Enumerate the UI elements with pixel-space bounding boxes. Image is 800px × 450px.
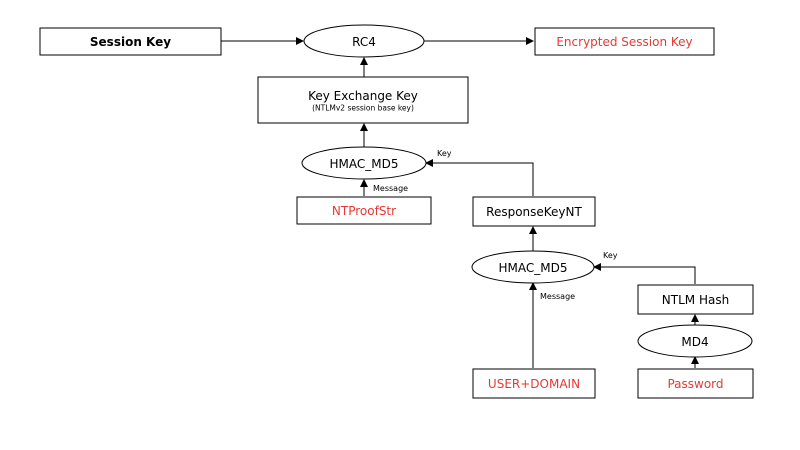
responsekeynt-node: ResponseKeyNT xyxy=(472,196,596,227)
hmac-md5-bottom-label: HMAC_MD5 xyxy=(499,261,568,275)
ntlm-hash-node: NTLM Hash xyxy=(637,284,754,315)
edge-label-message-bottom: Message xyxy=(540,292,575,301)
md4-label: MD4 xyxy=(681,335,708,349)
edge-responsekeynt-to-hmac-top xyxy=(425,159,534,196)
hmac-md5-top-node: HMAC_MD5 xyxy=(301,146,427,180)
ntproofstr-node: NTProofStr xyxy=(296,196,432,225)
key-exchange-key-node: Key Exchange Key (NTLMv2 session base ke… xyxy=(257,76,469,124)
password-node: Password xyxy=(637,368,754,399)
hmac-md5-top-label: HMAC_MD5 xyxy=(330,157,399,171)
edge-ntlmhash-to-hmac-bottom xyxy=(593,263,696,284)
key-exchange-key-note: (NTLMv2 session base key) xyxy=(312,104,414,113)
ntproofstr-label: NTProofStr xyxy=(332,204,396,218)
rc4-label: RC4 xyxy=(352,35,376,49)
encrypted-session-key-node: Encrypted Session Key xyxy=(534,27,715,56)
rc4-node: RC4 xyxy=(303,24,425,58)
session-key-label: Session Key xyxy=(90,35,171,49)
edge-label-message-top: Message xyxy=(373,184,408,193)
edge-label-key-top: Key xyxy=(437,149,452,158)
md4-node: MD4 xyxy=(637,324,753,358)
edge-label-key-bottom: Key xyxy=(603,251,618,260)
responsekeynt-label: ResponseKeyNT xyxy=(486,205,582,219)
ntlm-hash-label: NTLM Hash xyxy=(662,293,729,307)
user-domain-node: USER+DOMAIN xyxy=(472,368,596,399)
hmac-md5-bottom-node: HMAC_MD5 xyxy=(471,250,595,284)
password-label: Password xyxy=(667,377,723,391)
edges xyxy=(221,37,699,368)
encrypted-session-key-label: Encrypted Session Key xyxy=(556,35,692,49)
session-key-node: Session Key xyxy=(39,27,222,56)
user-domain-label: USER+DOMAIN xyxy=(488,377,580,391)
key-exchange-key-label: Key Exchange Key xyxy=(308,89,418,103)
